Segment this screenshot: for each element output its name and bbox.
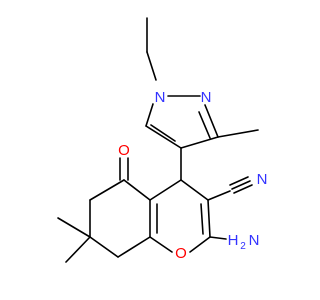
atom-amino-group: H 2 N <box>228 232 260 252</box>
bond-cn-triple-3 <box>233 184 253 194</box>
bond-c2-o1 <box>189 236 211 253</box>
bond-layer <box>57 17 259 263</box>
bond-c3-c2 <box>207 199 211 238</box>
bond-n2-c3-double <box>198 111 211 139</box>
bond-c4-c3 <box>180 179 209 201</box>
atom-o-ketone: O <box>118 142 130 159</box>
molecule-structure: N N O O N H 2 N <box>57 17 267 263</box>
bond-c5-c6 <box>89 179 125 201</box>
bond-cn-triple-1 <box>229 176 249 186</box>
atom-amino-h: H <box>228 232 239 249</box>
bond-c5-n1 <box>145 103 154 127</box>
bond-c7-c8 <box>89 236 119 258</box>
bond-c2-nh2 <box>209 236 227 240</box>
bond-o1-c8a <box>149 236 173 253</box>
bond-c7-methyl-a <box>57 217 91 238</box>
bond-c4a-c5 <box>123 179 151 201</box>
atom-n-ring: N <box>201 89 212 106</box>
bond-c3pyran-cn <box>207 190 231 201</box>
atom-n-nitrile: N <box>257 171 268 188</box>
atom-amino-subscript: 2 <box>240 241 246 252</box>
bond-c4-c5-double <box>150 124 176 142</box>
bond-cn-triple-2 <box>231 180 251 190</box>
atom-amino-n: N <box>249 232 260 249</box>
bond-c3-c4 <box>180 136 219 149</box>
bond-c3-c2-double <box>200 203 204 235</box>
atom-o-ring: O <box>175 245 187 262</box>
bond-ethyl-ch2 <box>146 51 157 81</box>
atom-n-ethyl: N <box>155 89 166 106</box>
bond-c7-methyl-b <box>65 236 91 263</box>
bond-c8-c8a <box>117 236 151 258</box>
atom-label-layer: N N O O N H 2 N <box>118 89 267 262</box>
bond-c3-methyl <box>217 129 259 138</box>
bond-c4a-c4 <box>149 179 182 201</box>
bond-n2-c3 <box>204 104 219 138</box>
bond-c4-c5 <box>145 125 182 149</box>
